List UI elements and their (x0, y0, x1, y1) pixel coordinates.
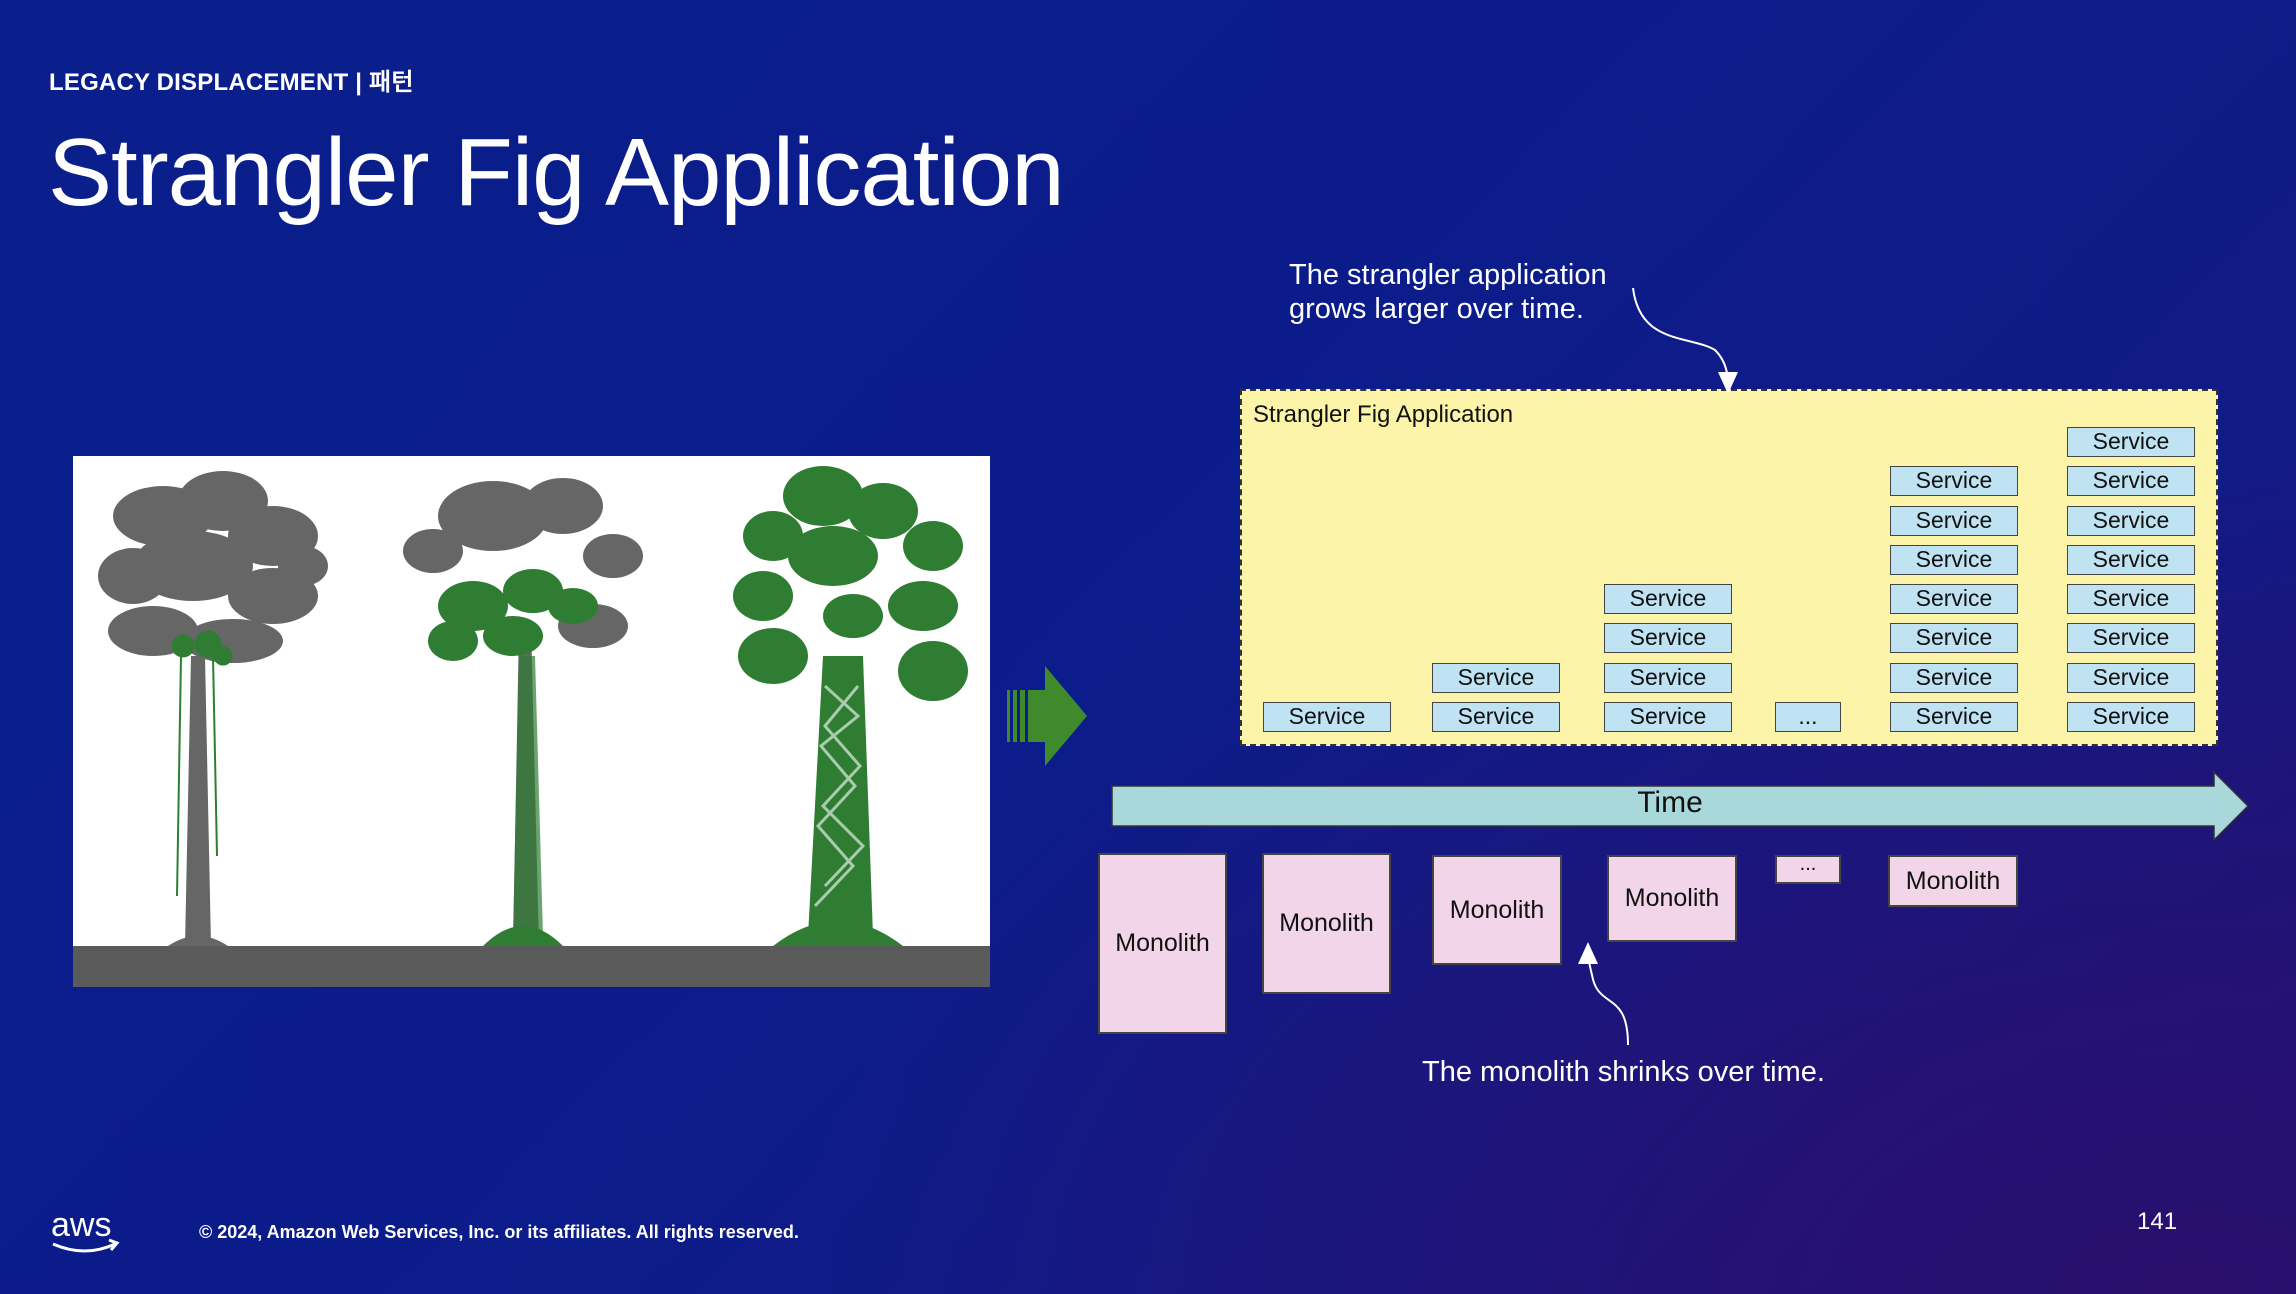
time-arrow (1111, 770, 2250, 842)
monolith-5: Monolith (1888, 855, 2018, 907)
fig-tree-3 (733, 466, 968, 946)
service-box: Service (1432, 702, 1560, 732)
callout-top-line2: grows larger over time. (1289, 293, 1584, 325)
callout-top-line1: The strangler application (1289, 259, 1607, 291)
service-box: Service (1604, 702, 1732, 732)
service-box: Service (1604, 663, 1732, 693)
monolith-4: Monolith (1607, 855, 1737, 942)
service-box: Service (1890, 466, 2018, 496)
slide-title: Strangler Fig Application (48, 119, 1065, 226)
monolith-1: Monolith (1098, 853, 1227, 1034)
strangler-box-label: Strangler Fig Application (1253, 401, 1514, 428)
service-box: Service (1890, 663, 2018, 693)
service-box: Service (2067, 663, 2195, 693)
service-box: Service (1890, 623, 2018, 653)
callout-monolith-shrinks: The monolith shrinks over time. (1422, 1056, 1825, 1088)
transition-arrow-icon (1007, 666, 1087, 766)
service-box: Service (2067, 506, 2195, 536)
service-box: Service (2067, 623, 2195, 653)
service-box: Service (1604, 623, 1732, 653)
aws-logo: aws (51, 1206, 120, 1253)
section-label: LEGACY DISPLACEMENT | 패턴 (49, 69, 414, 96)
aws-logo-text: aws (51, 1206, 111, 1244)
host-tree-1 (98, 471, 328, 946)
service-box: Service (2067, 427, 2195, 457)
service-box: Service (2067, 702, 2195, 732)
monolith-2: Monolith (1262, 853, 1391, 994)
monolith-3: Monolith (1432, 855, 1562, 965)
service-box: Service (2067, 545, 2195, 575)
service-box: Service (1890, 584, 2018, 614)
service-box: Service (1604, 584, 1732, 614)
time-label: Time (1637, 786, 1703, 819)
page-number: 141 (2137, 1208, 2178, 1235)
service-box: Service (2067, 584, 2195, 614)
service-box: Service (1890, 545, 2018, 575)
host-tree-2 (403, 478, 643, 946)
service-box: Service (1890, 702, 2018, 732)
service-box: Service (2067, 466, 2195, 496)
service-box: Service (1432, 663, 1560, 693)
callout-bottom-arrow (1578, 942, 1629, 1046)
callout-top-arrow (1632, 287, 1738, 394)
fig-vines-1 (171, 630, 233, 897)
callout-strangler-grows: The strangler application grows larger o… (1289, 258, 1607, 326)
ground (73, 946, 990, 987)
strangler-fig-tree-illustration (73, 456, 990, 987)
service-ellipsis: ... (1775, 702, 1841, 732)
service-box: Service (1890, 506, 2018, 536)
copyright: © 2024, Amazon Web Services, Inc. or its… (199, 1222, 799, 1242)
service-box: Service (1263, 702, 1391, 732)
monolith-ellipsis: ... (1775, 854, 1841, 884)
